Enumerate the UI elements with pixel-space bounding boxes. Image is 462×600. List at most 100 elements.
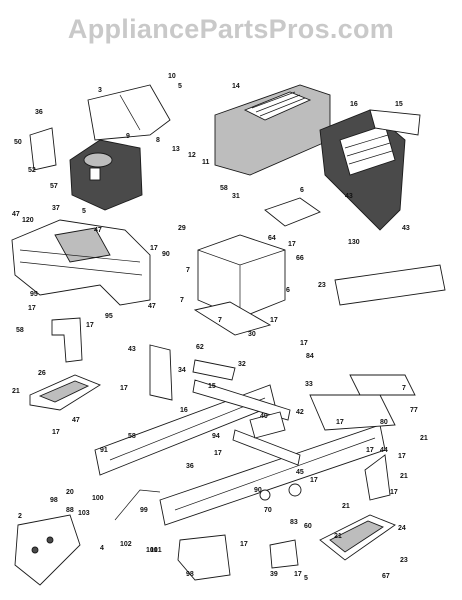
label-17o: 17 <box>240 541 248 548</box>
label-17g: 17 <box>120 385 128 392</box>
label-45: 45 <box>296 469 304 476</box>
fender-part <box>11 219 151 306</box>
dash-cover-part <box>87 84 171 141</box>
label-17d: 17 <box>86 322 94 329</box>
label-50: 50 <box>14 139 22 146</box>
label-101: 101 <box>146 547 158 554</box>
label-47c: 47 <box>148 303 156 310</box>
bottom-plate-part <box>14 514 81 586</box>
label-43c: 43 <box>128 346 136 353</box>
bracket-part <box>29 127 57 171</box>
label-17j: 17 <box>336 419 344 426</box>
label-98b: 98 <box>186 571 194 578</box>
pivot-bracket-part <box>192 359 236 381</box>
label-21c: 21 <box>400 473 408 480</box>
label-8: 8 <box>156 137 160 144</box>
label-24: 24 <box>398 525 406 532</box>
label-6b: 6 <box>286 287 290 294</box>
label-17m: 17 <box>390 489 398 496</box>
label-17h: 17 <box>52 429 60 436</box>
right-footrest-part <box>319 514 396 561</box>
label-16: 16 <box>350 101 358 108</box>
label-15b: 15 <box>208 383 216 390</box>
label-12: 12 <box>188 152 196 159</box>
label-17p: 17 <box>294 571 302 578</box>
label-44: 44 <box>380 447 388 454</box>
label-58c: 58 <box>128 433 136 440</box>
label-90b: 90 <box>254 487 262 494</box>
label-17c: 17 <box>28 305 36 312</box>
label-101b: 101 <box>150 547 162 554</box>
label-67: 67 <box>382 573 390 580</box>
label-23: 23 <box>318 282 326 289</box>
label-33: 33 <box>305 381 313 388</box>
label-11: 11 <box>202 159 210 166</box>
label-32: 32 <box>238 361 246 368</box>
skirt-part <box>334 264 446 306</box>
label-77: 77 <box>410 407 418 414</box>
lower-bracket-part <box>177 534 231 581</box>
label-17: 17 <box>150 245 158 252</box>
label-21b: 21 <box>420 435 428 442</box>
label-57: 57 <box>50 183 58 190</box>
label-36: 36 <box>35 109 43 116</box>
label-60: 60 <box>304 523 312 530</box>
label-43b: 43 <box>402 225 410 232</box>
label-130: 130 <box>348 239 360 246</box>
label-21e: 21 <box>334 533 342 540</box>
label-39: 39 <box>270 571 278 578</box>
label-3: 3 <box>98 87 102 94</box>
label-34: 34 <box>178 367 186 374</box>
label-70: 70 <box>264 507 272 514</box>
left-bracket-part <box>51 317 83 363</box>
part-labels: 3 10 5 9 8 14 16 15 36 50 52 57 5 13 12 … <box>12 73 428 582</box>
label-102: 102 <box>120 541 132 548</box>
battery-box-part <box>197 234 286 319</box>
label-80: 80 <box>380 419 388 426</box>
cross-member-part <box>192 379 301 466</box>
label-9: 9 <box>126 133 130 140</box>
label-94: 94 <box>212 433 220 440</box>
label-17b: 17 <box>288 241 296 248</box>
hood-part <box>214 84 331 176</box>
label-42: 42 <box>296 409 304 416</box>
label-7: 7 <box>186 267 190 274</box>
label-5c: 5 <box>304 575 308 582</box>
label-4: 4 <box>100 545 104 552</box>
label-15: 15 <box>395 101 403 108</box>
label-17k: 17 <box>366 447 374 454</box>
label-30: 30 <box>248 331 256 338</box>
label-31: 31 <box>232 193 240 200</box>
label-17l: 17 <box>398 453 406 460</box>
label-23b: 23 <box>400 557 408 564</box>
label-5b: 5 <box>82 208 86 215</box>
label-21: 21 <box>12 388 20 395</box>
label-7d: 7 <box>402 385 406 392</box>
label-91: 91 <box>100 447 108 454</box>
label-2: 2 <box>18 513 22 520</box>
label-84: 84 <box>306 353 314 360</box>
label-58b: 58 <box>16 327 24 334</box>
label-14: 14 <box>232 83 240 90</box>
label-66: 66 <box>296 255 304 262</box>
label-6: 6 <box>300 187 304 194</box>
mounting-plate-part <box>264 197 321 227</box>
label-17e: 17 <box>270 317 278 324</box>
front-bracket-part <box>309 394 396 431</box>
brace-part <box>149 344 173 401</box>
label-95: 95 <box>30 291 38 298</box>
label-90: 90 <box>162 251 170 258</box>
label-47b: 47 <box>94 227 102 234</box>
label-52: 52 <box>28 167 36 174</box>
base-plate-part <box>193 301 272 336</box>
label-47: 47 <box>12 211 20 218</box>
label-88: 88 <box>66 507 74 514</box>
label-16b: 16 <box>180 407 188 414</box>
small-bracket-part <box>269 539 299 569</box>
label-120: 120 <box>22 217 34 224</box>
label-100: 100 <box>92 495 104 502</box>
label-58: 58 <box>220 185 228 192</box>
label-43: 43 <box>345 193 353 200</box>
label-29: 29 <box>178 225 186 232</box>
steering-console-part <box>69 139 143 211</box>
